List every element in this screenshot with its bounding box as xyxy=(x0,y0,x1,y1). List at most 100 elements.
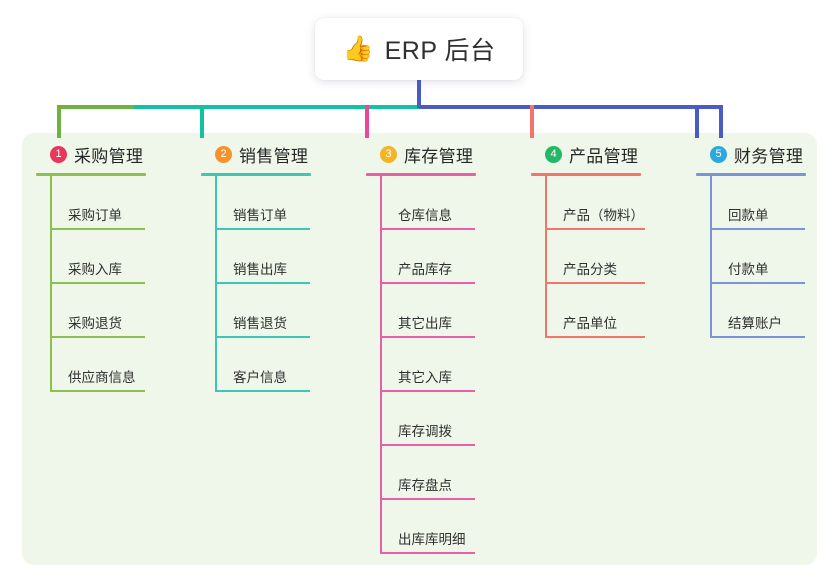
leaf-rule xyxy=(545,336,645,338)
leaf-label: 库存盘点 xyxy=(398,477,452,493)
leaf-rule xyxy=(50,390,145,392)
column-col-purchase: 1 采购管理采购订单采购入库采购退货供应商信息 xyxy=(36,141,186,392)
bus-segment-green xyxy=(57,105,134,109)
leaf-rule xyxy=(50,282,145,284)
leaf-item[interactable]: 销售订单 xyxy=(215,176,351,230)
leaf-list-col-inventory: 仓库信息产品库存其它出库其它入库库存调拨库存盘点出库库明细 xyxy=(366,176,516,554)
leaf-item[interactable]: 产品分类 xyxy=(545,230,681,284)
leaf-item[interactable]: 仓库信息 xyxy=(380,176,516,230)
leaf-rule xyxy=(380,444,475,446)
column-header-rule xyxy=(201,173,311,176)
column-header-rule xyxy=(531,173,641,176)
bus-segment-blue xyxy=(419,105,723,109)
leaf-label: 采购退货 xyxy=(68,315,122,331)
root-node[interactable]: 👍 ERP 后台 xyxy=(315,18,523,80)
leaf-item[interactable]: 付款单 xyxy=(710,230,839,284)
leaf-rule xyxy=(710,228,805,230)
leaf-item[interactable]: 回款单 xyxy=(710,176,839,230)
leaf-spine xyxy=(545,176,547,338)
leaf-item[interactable]: 库存调拨 xyxy=(380,392,516,446)
stub-column-3 xyxy=(365,105,369,138)
leaf-rule xyxy=(215,228,310,230)
thumbs-up-icon: 👍 xyxy=(342,34,374,63)
leaf-label: 销售订单 xyxy=(233,207,287,223)
leaf-rule xyxy=(380,228,475,230)
content-panel xyxy=(22,133,817,565)
leaf-label: 供应商信息 xyxy=(68,369,136,385)
leaf-item[interactable]: 库存盘点 xyxy=(380,446,516,500)
leaf-item[interactable]: 其它入库 xyxy=(380,338,516,392)
column-header-rule xyxy=(696,173,806,176)
leaf-label: 库存调拨 xyxy=(398,423,452,439)
column-col-sales: 2 销售管理销售订单销售出库销售退货客户信息 xyxy=(201,141,351,392)
leaf-item[interactable]: 产品单位 xyxy=(545,284,681,338)
leaf-spine xyxy=(710,176,712,338)
leaf-rule xyxy=(710,336,805,338)
column-number-badge: 4 xyxy=(545,145,562,163)
leaf-item[interactable]: 采购入库 xyxy=(50,230,186,284)
leaf-label: 产品库存 xyxy=(398,261,452,277)
column-header-rule xyxy=(36,173,146,176)
leaf-rule xyxy=(215,390,310,392)
leaf-item[interactable]: 采购退货 xyxy=(50,284,186,338)
column-number-badge: 3 xyxy=(380,145,397,163)
root-title: ERP 后台 xyxy=(384,37,496,65)
stub-column-4 xyxy=(530,105,534,138)
column-title: 库存管理 xyxy=(404,146,474,166)
column-header-col-sales[interactable]: 2 销售管理 xyxy=(201,141,351,167)
stub-column-5 xyxy=(695,105,699,138)
column-title: 采购管理 xyxy=(74,146,144,166)
root-trunk-connector xyxy=(417,80,421,108)
leaf-label: 仓库信息 xyxy=(398,207,452,223)
leaf-item[interactable]: 采购订单 xyxy=(50,176,186,230)
leaf-label: 其它入库 xyxy=(398,369,452,385)
leaf-list-col-purchase: 采购订单采购入库采购退货供应商信息 xyxy=(36,176,186,392)
column-header-col-purchase[interactable]: 1 采购管理 xyxy=(36,141,186,167)
leaf-label: 出库库明细 xyxy=(398,531,466,547)
leaf-rule xyxy=(710,282,805,284)
leaf-label: 结算账户 xyxy=(728,315,782,331)
leaf-spine xyxy=(380,176,382,554)
leaf-item[interactable]: 销售退货 xyxy=(215,284,351,338)
leaf-label: 回款单 xyxy=(728,207,769,223)
leaf-item[interactable]: 出库库明细 xyxy=(380,500,516,554)
leaf-label: 采购入库 xyxy=(68,261,122,277)
leaf-item[interactable]: 其它出库 xyxy=(380,284,516,338)
column-header-rule xyxy=(366,173,476,176)
leaf-item[interactable]: 产品库存 xyxy=(380,230,516,284)
leaf-rule xyxy=(380,498,475,500)
leaf-rule xyxy=(545,282,645,284)
leaf-rule xyxy=(380,336,475,338)
leaf-label: 产品分类 xyxy=(563,261,617,277)
column-number-badge: 1 xyxy=(50,145,67,163)
stub-column-2 xyxy=(200,105,204,138)
leaf-item[interactable]: 产品（物料） xyxy=(545,176,681,230)
column-number-badge: 2 xyxy=(215,145,232,163)
bus-cap-right xyxy=(719,105,723,138)
leaf-item[interactable]: 销售出库 xyxy=(215,230,351,284)
leaf-item[interactable]: 客户信息 xyxy=(215,338,351,392)
leaf-list-col-sales: 销售订单销售出库销售退货客户信息 xyxy=(201,176,351,392)
column-col-inventory: 3 库存管理仓库信息产品库存其它出库其它入库库存调拨库存盘点出库库明细 xyxy=(366,141,516,554)
leaf-label: 付款单 xyxy=(728,261,769,277)
leaf-label: 产品（物料） xyxy=(563,207,644,223)
column-header-col-inventory[interactable]: 3 库存管理 xyxy=(366,141,516,167)
leaf-rule xyxy=(545,228,645,230)
leaf-list-col-finance: 回款单付款单结算账户 xyxy=(696,176,839,338)
leaf-spine xyxy=(215,176,217,392)
leaf-item[interactable]: 供应商信息 xyxy=(50,338,186,392)
column-title: 财务管理 xyxy=(734,146,804,166)
leaf-label: 其它出库 xyxy=(398,315,452,331)
leaf-rule xyxy=(215,282,310,284)
leaf-item[interactable]: 结算账户 xyxy=(710,284,839,338)
bus-segment-teal xyxy=(134,105,419,109)
leaf-rule xyxy=(50,336,145,338)
column-title: 销售管理 xyxy=(239,146,309,166)
leaf-spine xyxy=(50,176,52,392)
leaf-rule xyxy=(380,390,475,392)
leaf-rule xyxy=(380,552,475,554)
